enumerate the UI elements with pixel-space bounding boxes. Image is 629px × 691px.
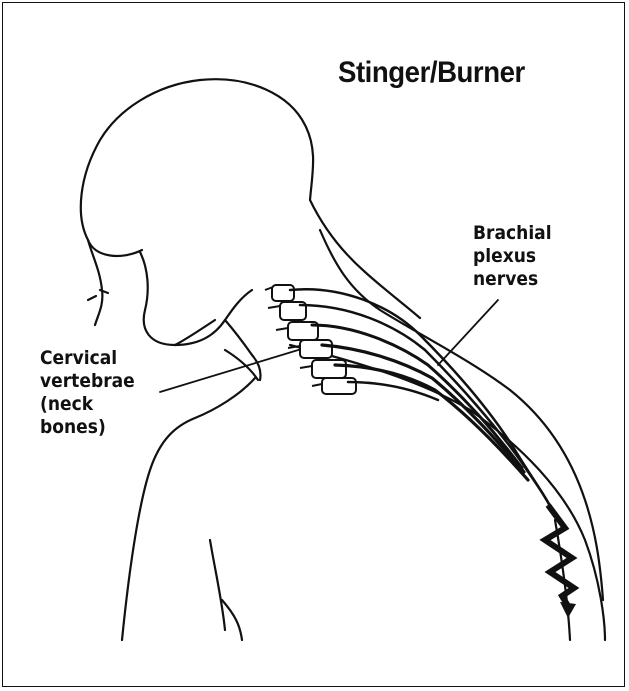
brachial-plexus-label: Brachial plexus nerves — [473, 222, 552, 291]
back-crease-2 — [222, 600, 242, 640]
brachial-pointer-line — [438, 300, 498, 365]
label-line: plexus — [473, 245, 552, 268]
label-line: nerves — [473, 268, 552, 291]
hair-dash — [88, 296, 96, 300]
label-line: (neck — [40, 393, 135, 416]
vertebra — [300, 340, 332, 358]
label-line: vertebrae — [40, 370, 135, 393]
cervical-vertebrae-label: Cervical vertebrae (neck bones) — [40, 347, 135, 439]
brachial-plexus-nerves — [290, 289, 553, 512]
head-outline — [81, 79, 420, 318]
label-line: bones) — [40, 416, 135, 439]
back-crease — [210, 540, 225, 630]
cervical-vertebrae — [265, 285, 356, 394]
vertebra — [322, 378, 356, 394]
label-line: Cervical — [40, 347, 135, 370]
pain-lightning-icon — [545, 505, 576, 618]
throat-line — [225, 350, 258, 380]
label-line: Brachial — [473, 222, 552, 245]
vertebra — [272, 285, 294, 301]
figure-title: Stinger/Burner — [338, 56, 525, 90]
shoulder-top — [320, 230, 603, 600]
vertebra — [312, 360, 346, 378]
cervical-pointer-line — [160, 344, 318, 392]
left-shoulder-outline — [122, 378, 255, 640]
